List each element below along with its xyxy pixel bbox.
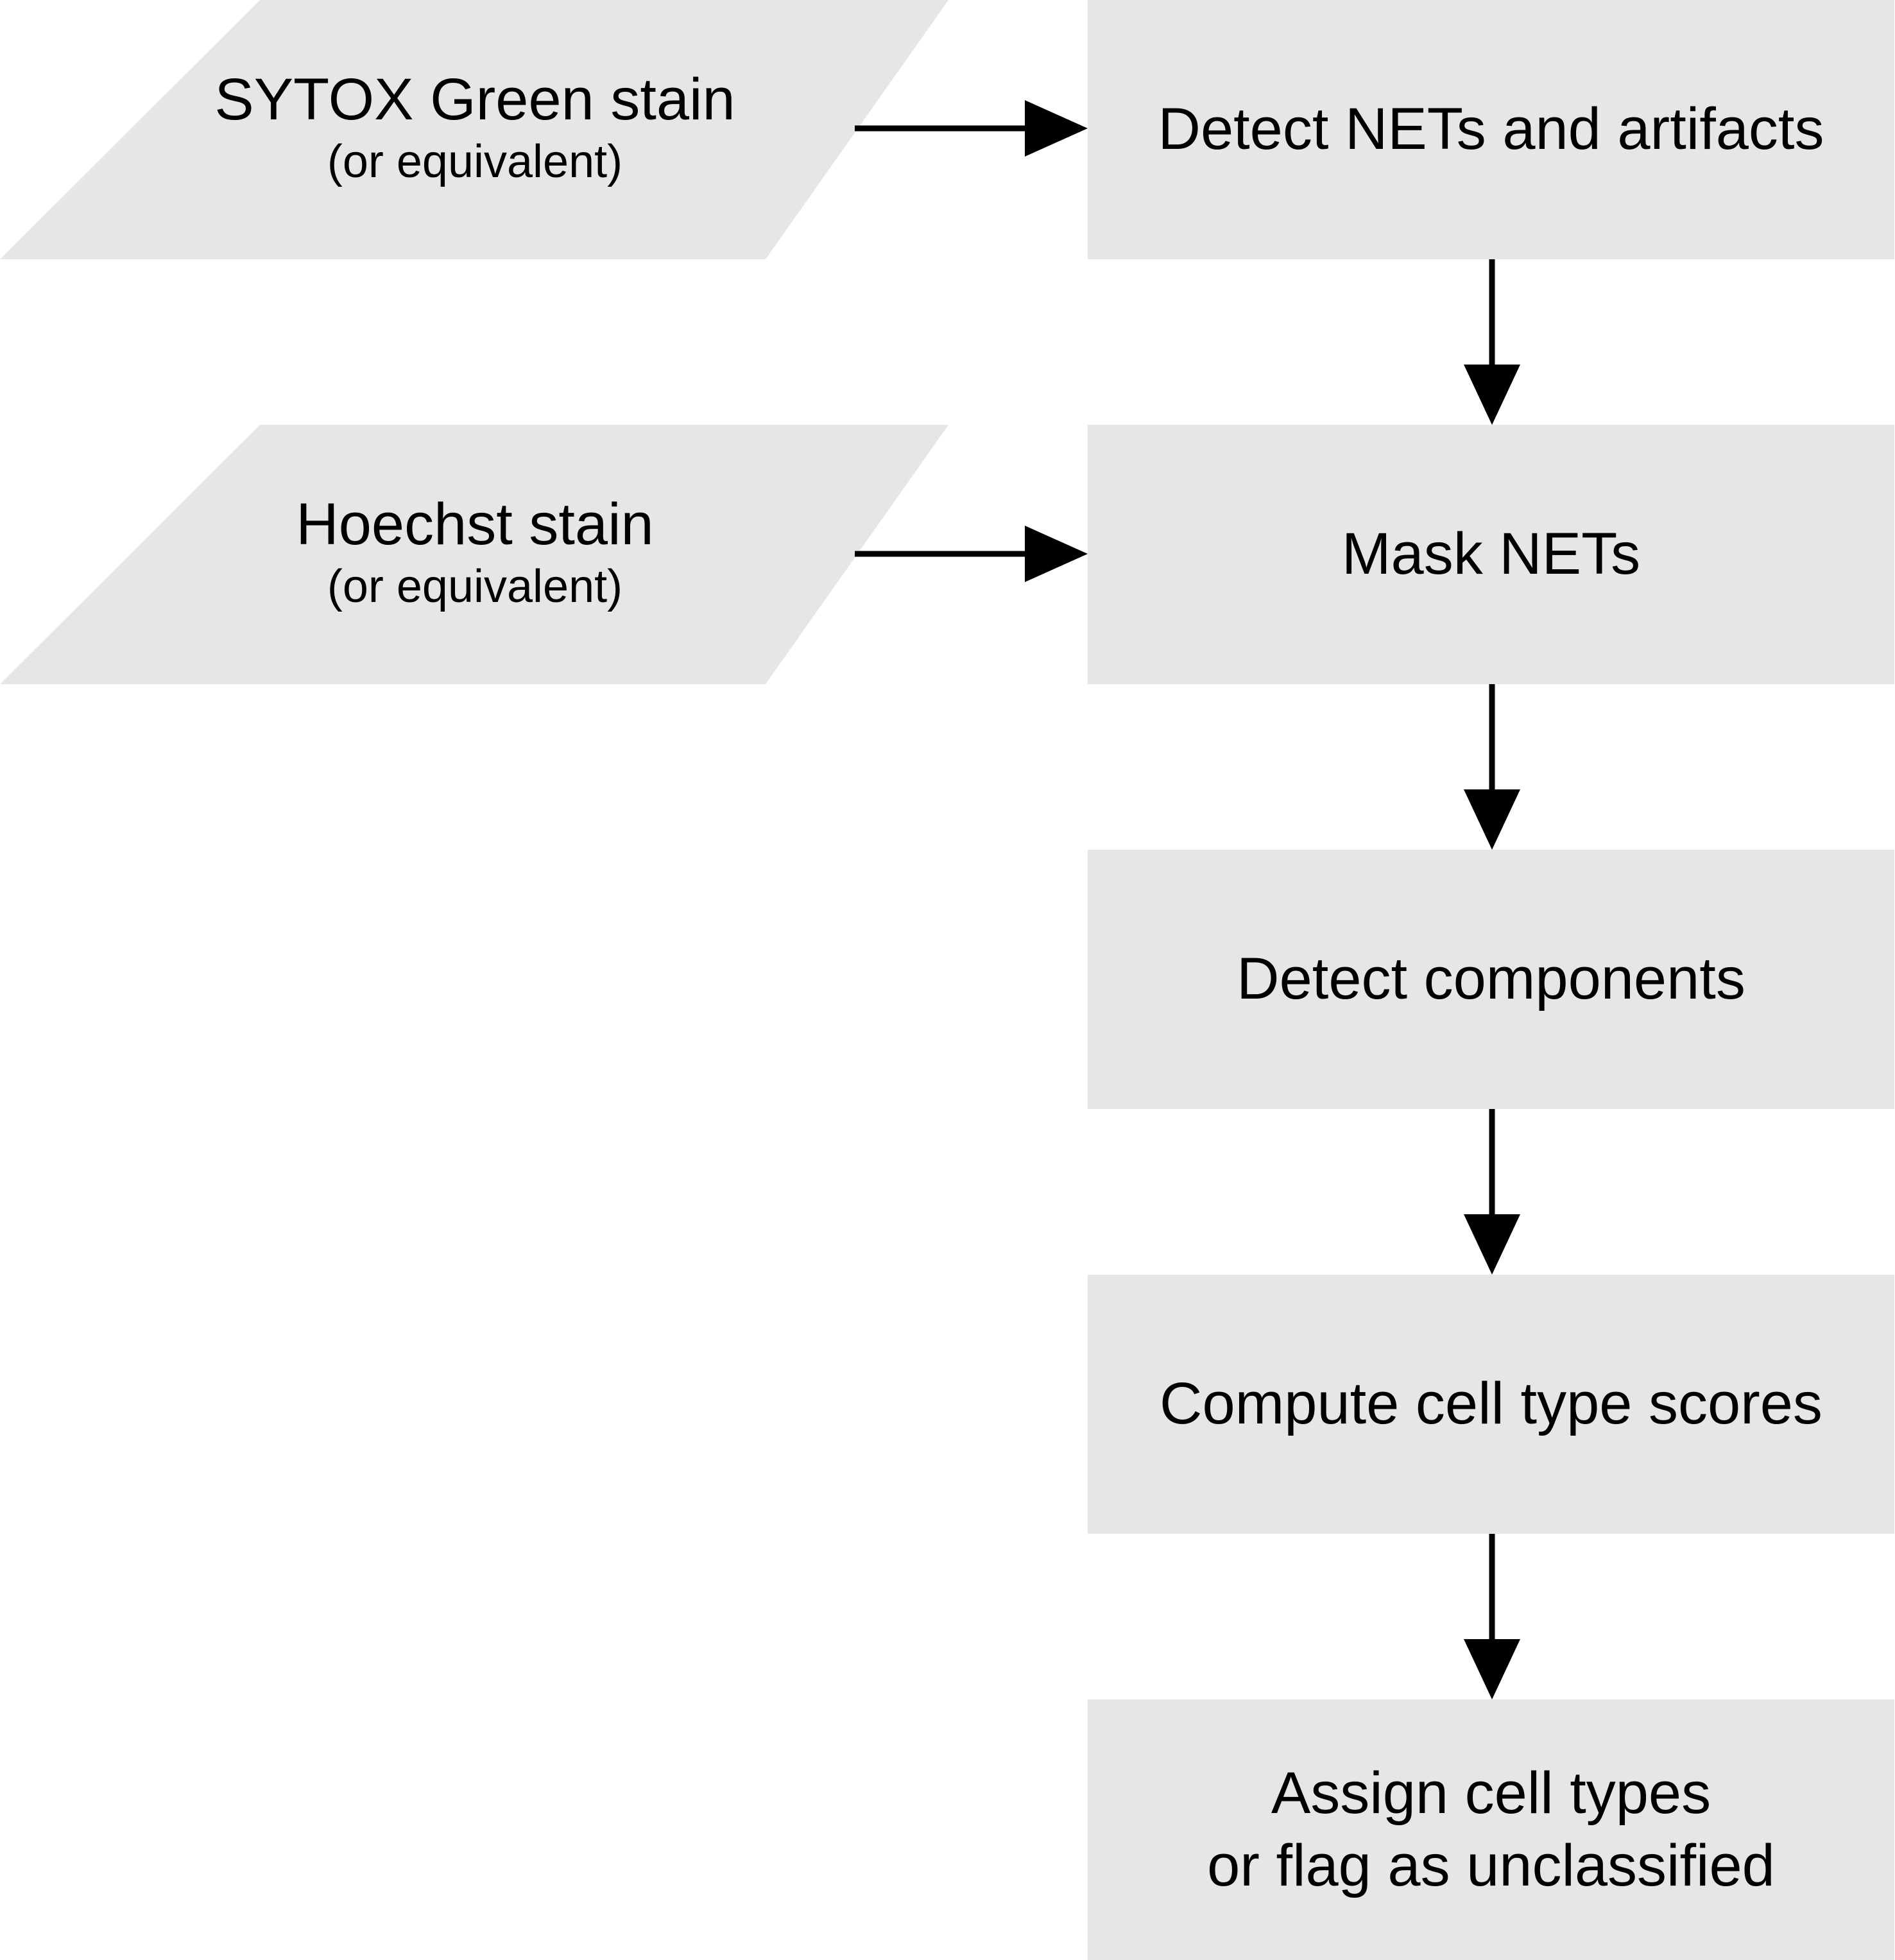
step-detect-components-text: Detect components [1237,945,1745,1011]
mask-nets-box [1088,425,1894,684]
detect-components-box [1088,850,1894,1109]
mask-to-components-arrow [1464,684,1520,850]
assign-types-box [1088,1699,1894,1960]
sytox-input-title: SYTOX Green stain [214,67,735,133]
scores-to-assign-arrow [1464,1534,1520,1699]
step-assign-types-line-1: Assign cell types [1271,1760,1711,1826]
step-compute-scores-text: Compute cell type scores [1160,1370,1822,1436]
step-mask-nets-text: Mask NETs [1341,520,1641,587]
detect-to-mask-arrow [1464,259,1520,425]
sytox-input-subtitle: (or equivalent) [327,135,623,187]
hoechst-input-label: Hoechst stain (or equivalent) [173,484,776,619]
step-detect-nets-text: Detect NETs and artifacts [1158,96,1824,162]
sytox-input-shape [0,0,948,259]
hoechst-to-mask-arrow [855,526,1088,582]
compute-scores-box [1088,1275,1894,1534]
step-compute-scores-label: Compute cell type scores [1088,1275,1894,1533]
sytox-input-label: SYTOX Green stain (or equivalent) [173,59,776,194]
components-to-scores-arrow [1464,1109,1520,1275]
step-mask-nets-label: Mask NETs [1088,425,1894,683]
detect-nets-box [1088,0,1894,259]
hoechst-input-shape [0,425,948,684]
hoechst-input-subtitle: (or equivalent) [327,560,623,612]
step-detect-nets-label: Detect NETs and artifacts [1088,0,1894,258]
step-assign-types-line-2: or flag as unclassified [1207,1833,1775,1898]
step-assign-types-label: Assign cell types or flag as unclassifie… [1088,1699,1894,1960]
step-detect-components-label: Detect components [1088,850,1894,1108]
sytox-to-detect-arrow [855,100,1088,157]
hoechst-input-title: Hoechst stain [296,492,654,558]
